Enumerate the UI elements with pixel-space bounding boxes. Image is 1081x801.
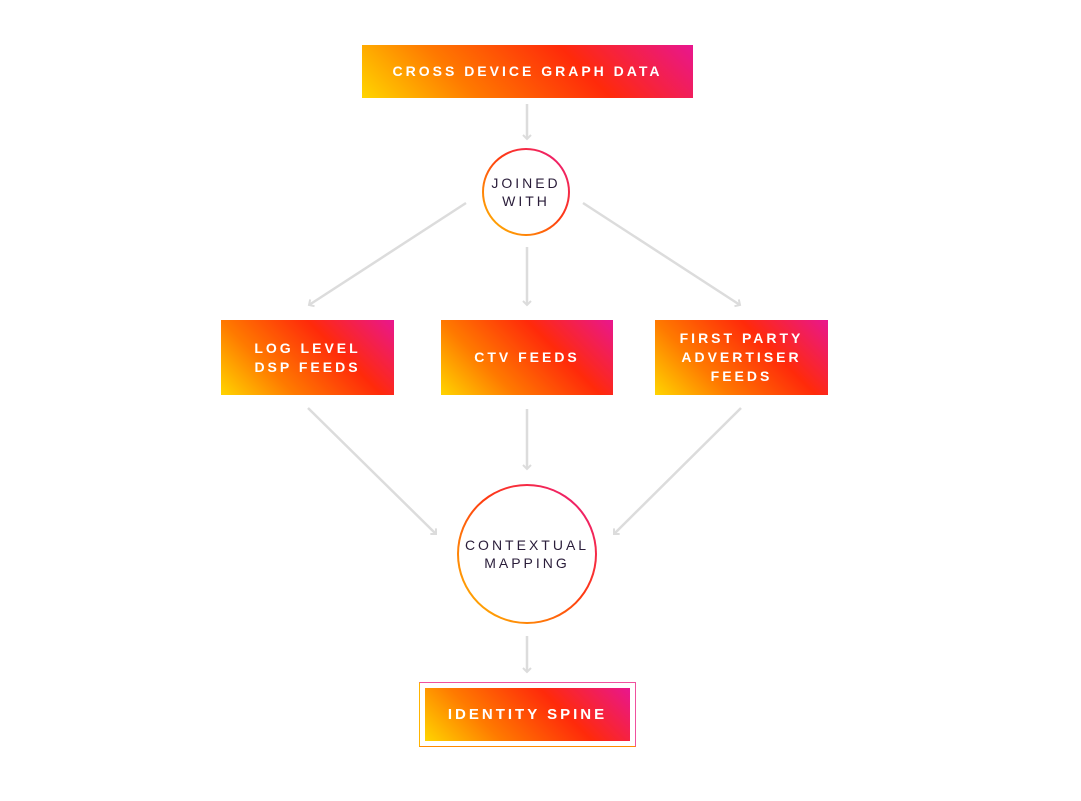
contextual-mapping-label: CONTEXTUAL MAPPING [464, 537, 590, 571]
ctv-feeds-label: CTV FEEDS [474, 349, 580, 365]
arrow-firstparty-to-contextual [612, 407, 742, 536]
joined-with-circle: JOINED WITH [482, 148, 570, 236]
identity-spine-frame [419, 682, 636, 747]
identity-spine-label: IDENTITY SPINE [447, 706, 608, 723]
joined-with-label: JOINED WITH [491, 175, 561, 209]
cross-device-graph-data-box: CROSS DEVICE GRAPH DATA [362, 45, 693, 98]
cross-device-graph-data-label: CROSS DEVICE GRAPH DATA [392, 63, 663, 79]
first-party-advertiser-feeds-label: FIRST PARTY ADVERTISER FEEDS [679, 330, 804, 384]
arrow-joined-to-loglevel [307, 201, 467, 308]
contextual-mapping-circle: CONTEXTUAL MAPPING [457, 484, 597, 624]
arrow-loglevel-to-contextual [307, 407, 438, 536]
log-level-dsp-feeds-label: LOG LEVEL DSP FEEDS [254, 339, 361, 375]
log-level-dsp-feeds-box: LOG LEVEL DSP FEEDS [221, 320, 394, 395]
arrow-joined-to-firstparty [582, 201, 742, 308]
identity-spine-box: IDENTITY SPINE [425, 688, 630, 741]
ctv-feeds-box: CTV FEEDS [441, 320, 613, 395]
first-party-advertiser-feeds-box: FIRST PARTY ADVERTISER FEEDS [655, 320, 828, 395]
